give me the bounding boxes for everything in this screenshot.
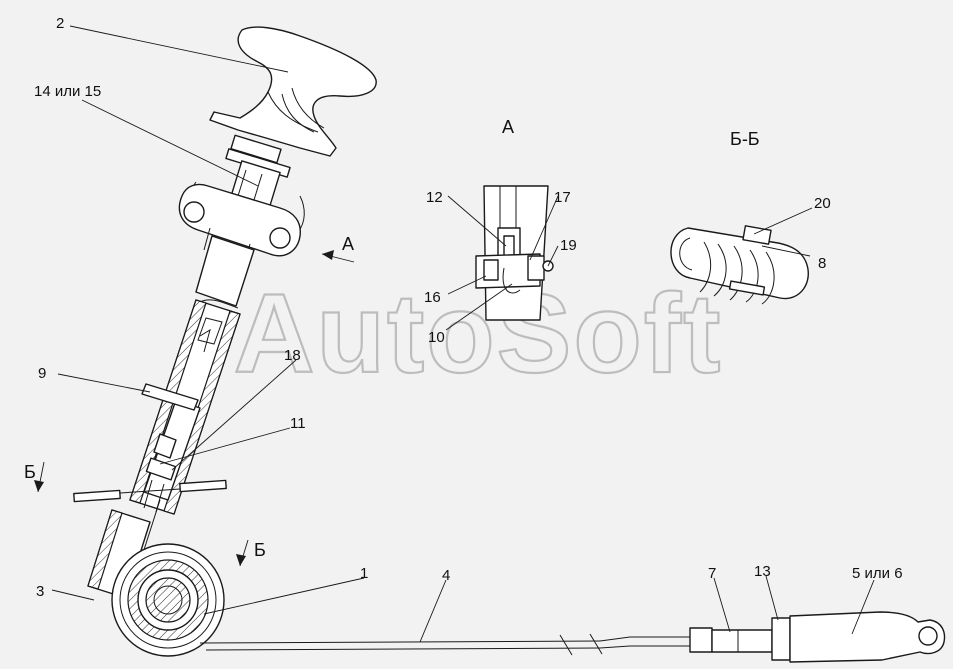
callout-18: 18 (284, 347, 301, 364)
callout-8: 8 (818, 255, 826, 272)
section-view-bb (670, 225, 809, 305)
section-b-left-label: Б (24, 462, 36, 482)
cable-end-tip (689, 611, 946, 663)
callout-20: 20 (814, 195, 831, 212)
callout-17: 17 (554, 189, 571, 206)
callout-2: 2 (56, 15, 64, 32)
callout-16: 16 (424, 289, 441, 306)
callout-5-or-6: 5 или 6 (852, 565, 903, 582)
detail-view-a-title: А (502, 117, 514, 137)
section-view-bb-title: Б-Б (730, 129, 760, 149)
watermark-text: AutoSoft (234, 271, 723, 396)
section-arrow-b-right (236, 539, 249, 567)
section-arrow-b-left (34, 461, 45, 493)
callout-1: 1 (360, 565, 368, 582)
callout-4: 4 (442, 567, 450, 584)
leader-lines (51, 25, 875, 643)
callout-19: 19 (560, 237, 577, 254)
detail-view-a (475, 185, 554, 321)
callout-3: 3 (36, 583, 44, 600)
pulley (111, 543, 225, 657)
callout-13: 13 (754, 563, 771, 580)
callout-10: 10 (428, 329, 445, 346)
lever-assembly (73, 26, 377, 599)
callout-14-or-15: 14 или 15 (34, 83, 101, 100)
callout-11: 11 (290, 415, 306, 432)
callout-7: 7 (708, 565, 716, 582)
cable (199, 633, 690, 656)
callout-12: 12 (426, 189, 443, 206)
arrow-a-label: А (342, 234, 354, 254)
view-arrow-a (321, 250, 355, 263)
section-b-right-label: Б (254, 540, 266, 560)
callout-9: 9 (38, 365, 46, 382)
